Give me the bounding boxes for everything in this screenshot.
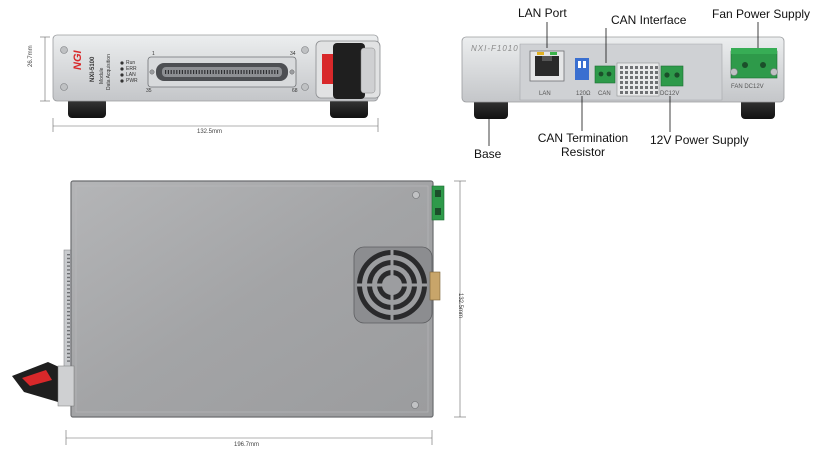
rear-can-label: CAN	[598, 91, 611, 97]
can-termination-callout: CAN Termination Resistor	[535, 131, 631, 159]
vent-hole	[620, 81, 623, 84]
rear-model: NXI-F1010	[471, 44, 519, 53]
rear-termination-label: 120Ω	[576, 91, 591, 97]
vent-hole	[650, 86, 653, 89]
vent-hole	[655, 86, 658, 89]
pin-label-68: 68	[292, 88, 298, 94]
vent-hole	[650, 91, 653, 94]
vent-hole	[645, 76, 648, 79]
vent-hole	[640, 66, 643, 69]
vent-hole	[620, 71, 623, 74]
vent-hole	[640, 86, 643, 89]
rear-dc-label: DC12V	[660, 91, 680, 97]
lan-port-callout: LAN Port	[518, 6, 567, 20]
vent-hole	[635, 66, 638, 69]
vent-hole	[625, 91, 628, 94]
vent-hole	[645, 86, 648, 89]
front-subtitle-2: Data Acquisition	[106, 54, 112, 90]
vent-hole	[645, 81, 648, 84]
vent-hole	[645, 91, 648, 94]
front-foot-right	[330, 98, 368, 118]
front-handle	[333, 43, 365, 99]
vent-hole	[630, 81, 633, 84]
pin-label-35: 35	[146, 88, 152, 94]
side-pin-header	[429, 271, 441, 301]
front-screw	[60, 46, 68, 54]
top-screw	[412, 191, 420, 199]
power-12v-callout: 12V Power Supply	[650, 133, 749, 147]
led-label-pwr: PWR	[126, 78, 138, 84]
front-height-dimension: 26.7mm	[28, 45, 34, 67]
led-label-lan: LAN	[126, 72, 136, 78]
vent-hole	[650, 76, 653, 79]
vent-hole	[630, 76, 633, 79]
vent-hole	[625, 71, 628, 74]
pin-label-1: 1	[152, 51, 155, 57]
vent-hole	[625, 66, 628, 69]
front-foot-left	[68, 98, 106, 118]
vent-hole	[645, 71, 648, 74]
vent-hole	[645, 66, 648, 69]
vent-hole	[650, 81, 653, 84]
front-view	[40, 34, 381, 132]
vent-hole	[630, 66, 633, 69]
vent-hole	[655, 71, 658, 74]
led-label-run: Run	[126, 60, 136, 66]
cooling-fan	[353, 246, 433, 324]
vent-hole	[650, 66, 653, 69]
vent-hole	[620, 76, 623, 79]
rear-foot-left	[474, 97, 508, 119]
rear-fan-label: FAN DC12V	[731, 84, 764, 90]
ejector-handle	[12, 362, 75, 407]
pin-label-34: 34	[290, 51, 296, 57]
rear-lan-label: LAN	[539, 91, 551, 97]
vent-hole	[620, 86, 623, 89]
can-termination-line1: CAN Termination	[537, 131, 629, 145]
vent-hole	[640, 81, 643, 84]
can-termination-line2: Resistor	[560, 145, 605, 159]
front-logo: NGI	[72, 50, 84, 70]
fan-terminal	[730, 50, 778, 79]
top-width-dimension: 196.7mm	[234, 442, 260, 448]
vent-hole	[630, 86, 633, 89]
front-model: NXI-5100	[90, 56, 96, 82]
vent-hole	[655, 81, 658, 84]
vent-hole	[635, 81, 638, 84]
front-width-dimension: 132.5mm	[197, 129, 223, 135]
vent-hole	[620, 66, 623, 69]
can-terminal	[594, 65, 616, 84]
can-interface-callout: CAN Interface	[611, 13, 687, 27]
rear-foot-right	[741, 97, 775, 119]
vent-hole	[635, 71, 638, 74]
vent-hole	[635, 76, 638, 79]
vent-hole	[650, 71, 653, 74]
dc12v-terminal	[660, 65, 684, 87]
termination-dip-switch	[575, 58, 589, 80]
vent-hole	[655, 66, 658, 69]
vent-hole	[640, 76, 643, 79]
vent-hole	[625, 76, 628, 79]
vent-hole	[640, 91, 643, 94]
vent-hole	[635, 91, 638, 94]
led-label-err: ERR	[126, 66, 137, 72]
front-subtitle-1: Module	[99, 67, 105, 84]
vent-hole	[630, 91, 633, 94]
top-height-dimension: 132.5mm	[457, 293, 463, 319]
rear-vent-grid	[616, 62, 660, 97]
fan-power-supply-callout: Fan Power Supply	[712, 7, 811, 21]
vent-hole	[630, 71, 633, 74]
vent-hole	[640, 71, 643, 74]
rear-view	[461, 22, 785, 146]
vent-hole	[620, 91, 623, 94]
vent-hole	[625, 81, 628, 84]
vent-hole	[635, 86, 638, 89]
front-handle-red	[322, 54, 336, 84]
vent-hole	[625, 86, 628, 89]
vent-hole	[655, 91, 658, 94]
vent-hole	[655, 76, 658, 79]
base-callout: Base	[474, 147, 502, 161]
top-view	[12, 180, 466, 445]
